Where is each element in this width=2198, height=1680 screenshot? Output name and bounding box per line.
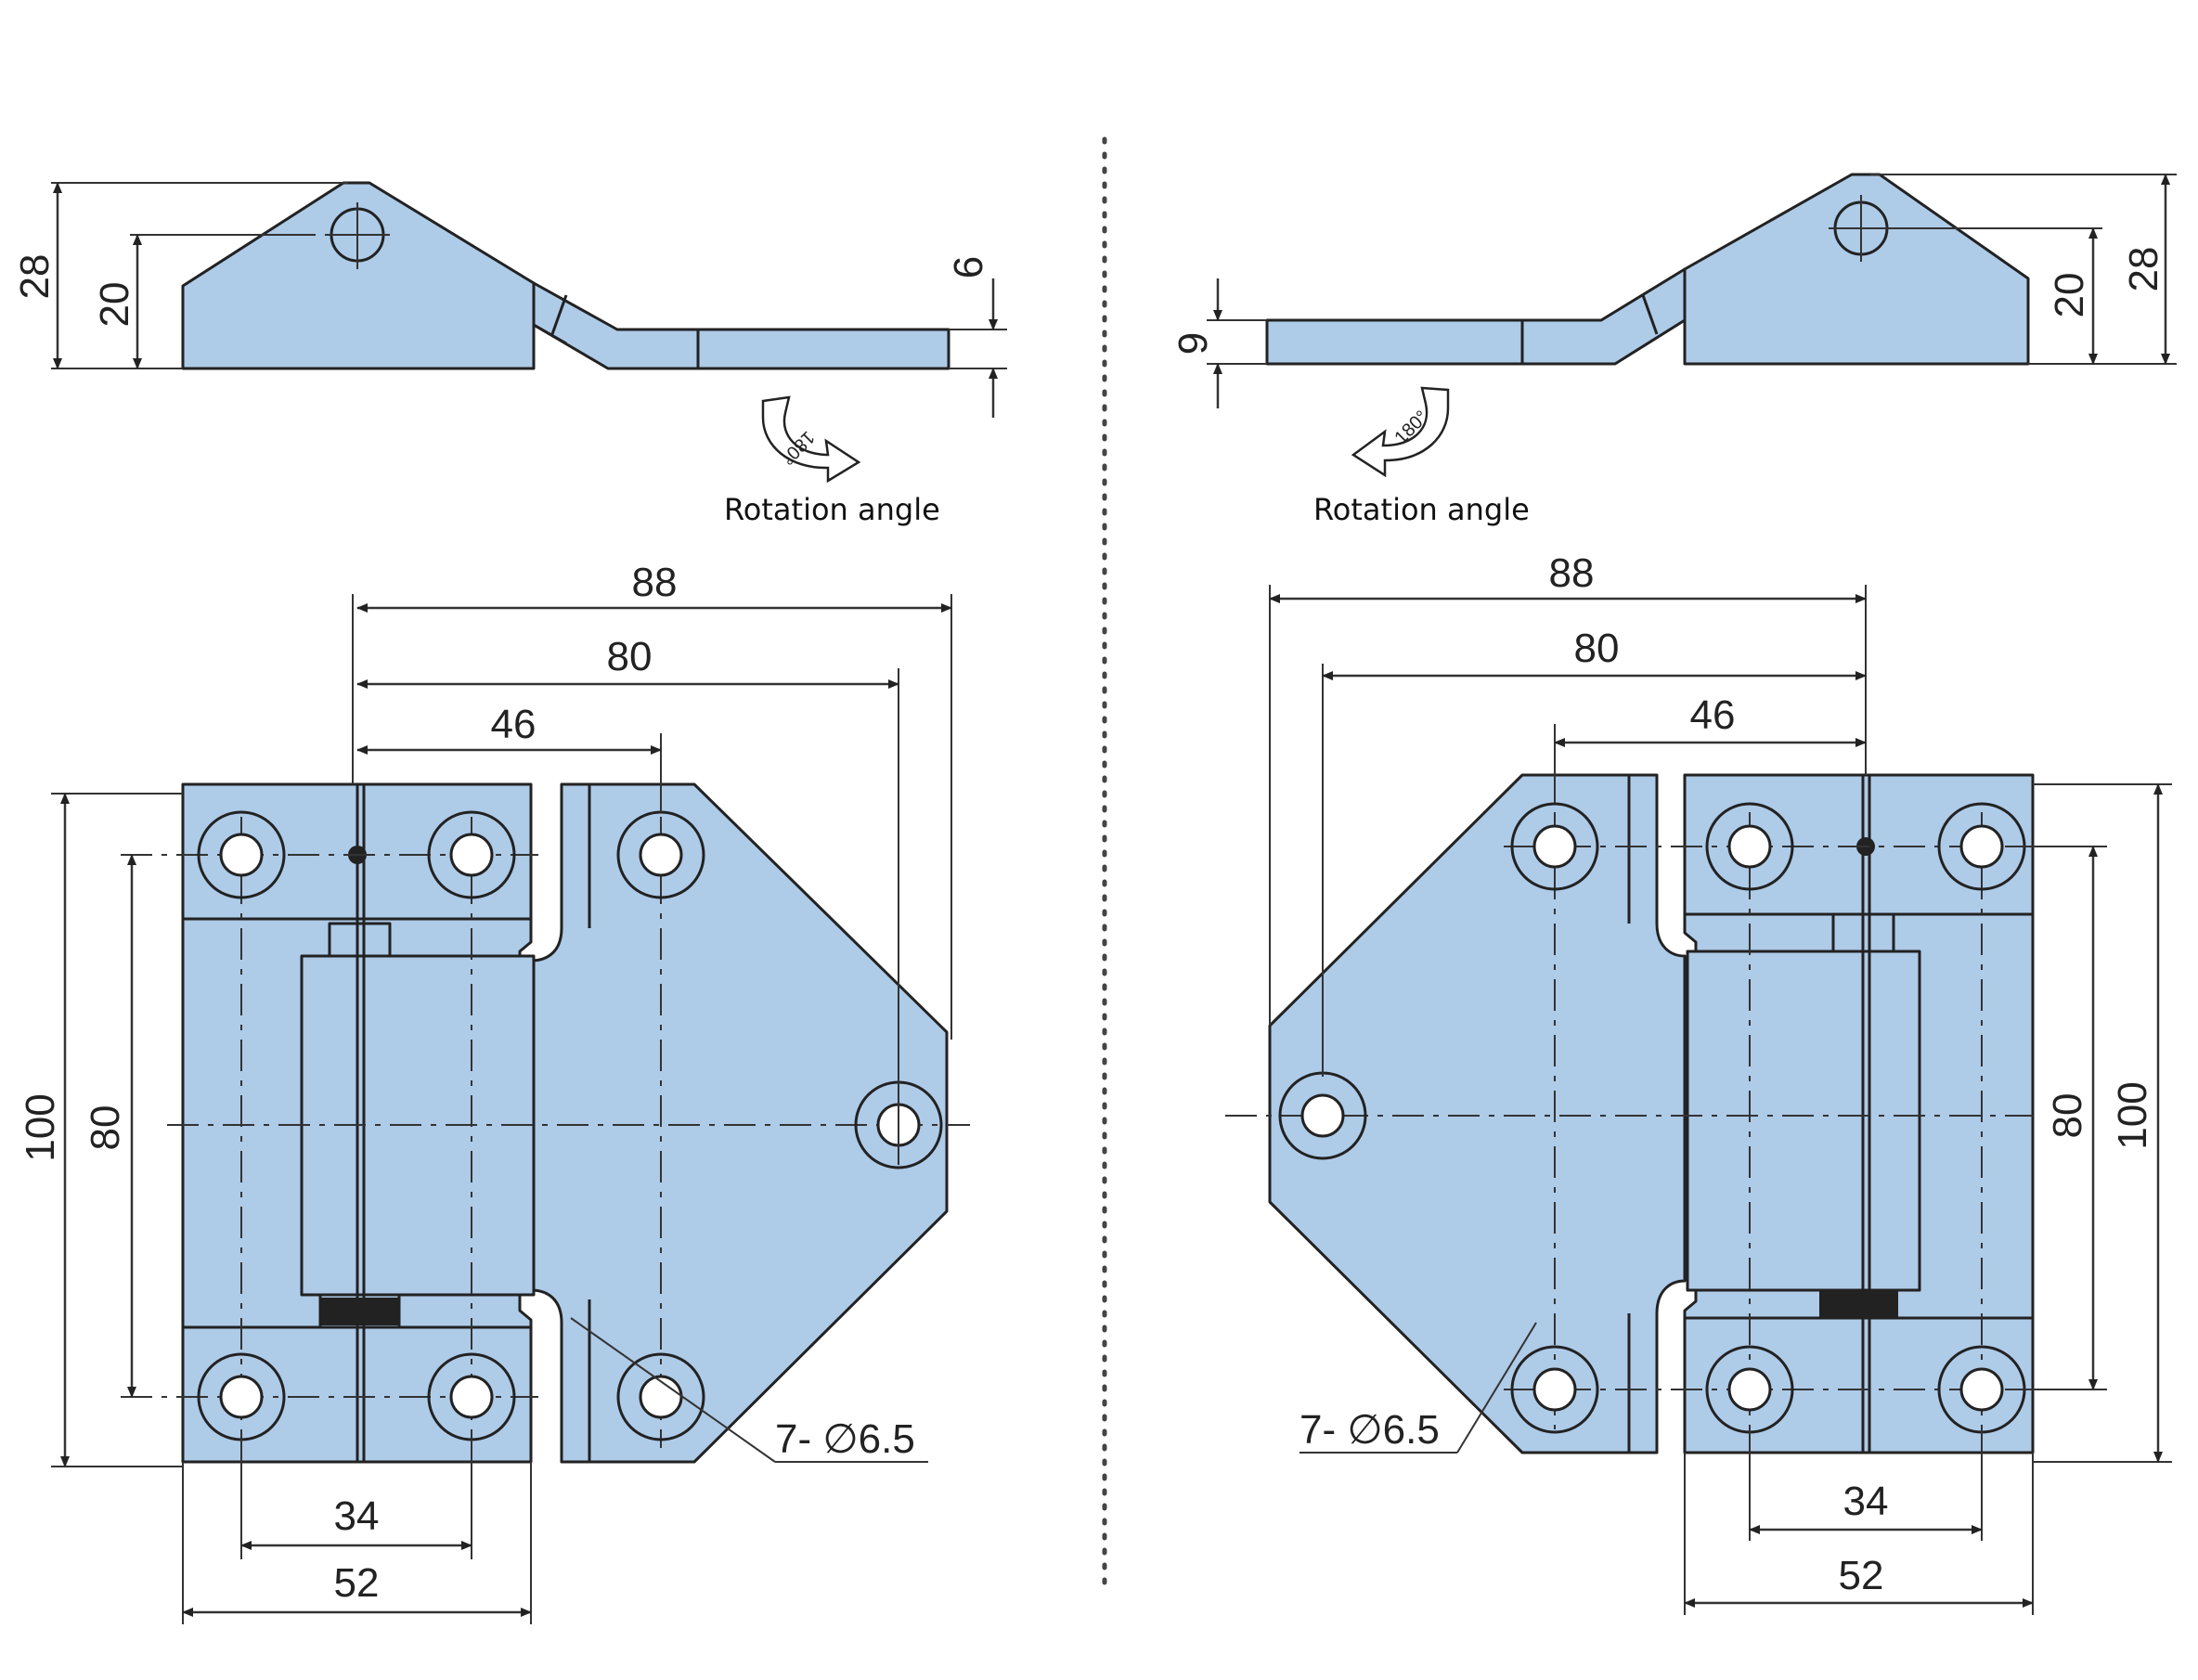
left-plan-hole-callout: 7- ∅6.5 <box>775 1416 915 1462</box>
left-plan-dim-80-vertical: 80 <box>83 1105 128 1151</box>
left-rotation-arrow-icon: 180° <box>761 395 861 484</box>
right-side-leaf <box>1265 267 1687 366</box>
right-plan-dim-80-vertical: 80 <box>2045 1093 2090 1139</box>
right-plan-hole-callout: 7- ∅6.5 <box>1299 1407 1440 1453</box>
left-plan-leaf-moving <box>529 782 949 1464</box>
right-plan-dim-100: 100 <box>2110 1081 2155 1149</box>
right-side-dim-28: 28 <box>2121 247 2166 292</box>
right-rotation-arrow-icon: 180° <box>1351 386 1450 478</box>
right-side-dim-20: 20 <box>2047 273 2092 318</box>
left-side-leaf <box>532 281 950 370</box>
right-plan-dim-46: 46 <box>1690 692 1736 738</box>
right-plan-dim-34: 34 <box>1843 1479 1889 1524</box>
left-plan-dim-34: 34 <box>334 1493 380 1539</box>
right-side-dim-9: 9 <box>1170 332 1216 355</box>
left-plan-dim-100: 100 <box>18 1093 63 1161</box>
left-side-dim-28: 28 <box>12 254 58 300</box>
left-side-body <box>181 181 536 370</box>
left-side-dim-20: 20 <box>92 282 137 328</box>
left-plan-dim-46: 46 <box>491 702 537 747</box>
right-side-view: 28 20 9 180° Rotation angle <box>1170 173 2177 527</box>
right-plan-leaf-moving <box>1268 773 1687 1454</box>
right-plan-dim-52: 52 <box>1839 1553 1884 1598</box>
left-plan-dim-88: 88 <box>632 560 678 605</box>
left-plan-view: 88 80 46 100 80 34 52 7- ∅6.5 <box>18 560 970 1624</box>
right-rotation-label: Rotation angle <box>1313 492 1530 527</box>
left-side-view: 28 20 6 180° Rotation angle <box>12 181 1007 527</box>
left-plan-dim-52: 52 <box>334 1560 380 1606</box>
right-plan-pin-barrel <box>1686 950 1921 1292</box>
left-rotation-label: Rotation angle <box>724 492 940 527</box>
left-plan-dim-80-horizontal: 80 <box>607 634 653 679</box>
right-plan-view: 88 80 46 100 80 34 52 7- ∅6.5 <box>1225 550 2172 1615</box>
right-plan-dim-88: 88 <box>1549 550 1595 596</box>
left-side-dim-6: 6 <box>946 256 991 278</box>
right-plan-dim-80-horizontal: 80 <box>1574 626 1620 671</box>
